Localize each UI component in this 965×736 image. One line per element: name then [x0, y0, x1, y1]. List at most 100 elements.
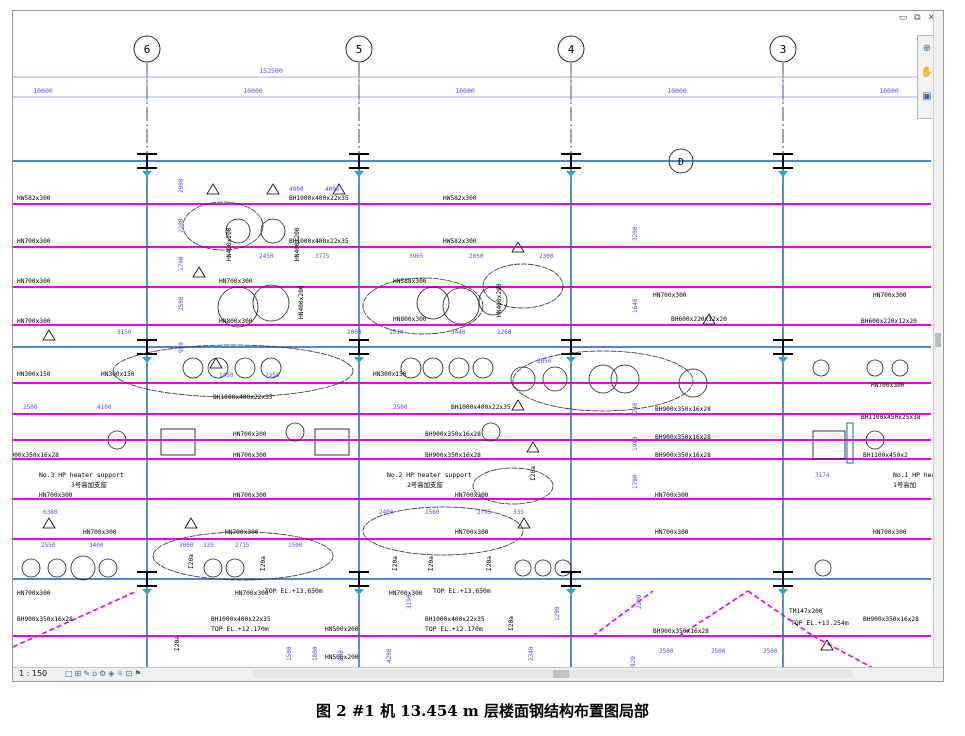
revision-triangle: [517, 517, 531, 529]
pipe-opening-circle: [448, 357, 470, 379]
beam-label: BH900x350x16x28: [425, 431, 481, 438]
beam-label: BH600x220x12x20: [861, 318, 917, 325]
beam-label: HN700x300: [235, 590, 269, 597]
pipe-opening-circle: [182, 357, 204, 379]
dimension-value: 2200: [178, 218, 185, 233]
column-web: [782, 153, 784, 169]
dim-span-text: 10000: [667, 87, 687, 95]
column-web: [146, 153, 148, 169]
view-cube-icon[interactable]: ▣: [922, 91, 932, 102]
dimension-value: 1500: [288, 542, 303, 549]
beam-label: HN500x200: [325, 626, 359, 633]
dimension-value: 3965: [409, 253, 424, 260]
beam-label: BH900x350x16x28: [13, 452, 59, 459]
revision-cloud: [512, 350, 694, 412]
beam-label: BH1000x400x22x35: [425, 616, 485, 623]
beam-lines: [13, 203, 931, 668]
beam-label: HN700x300: [455, 492, 489, 499]
dimension-value: 3174: [815, 472, 830, 479]
beam-label: HN400x200: [496, 283, 503, 317]
dimension-value: 3150: [117, 329, 132, 336]
beam-label: BH1000x400x22x35: [211, 616, 271, 623]
dimension-value: 2500: [393, 404, 408, 411]
column-marker: [778, 171, 788, 177]
heater-support-box: [314, 428, 350, 456]
brace-line: [812, 635, 874, 668]
beam-label: HW582x300: [17, 195, 51, 202]
beam-label: HN700x300: [655, 529, 689, 536]
dim-span-text: 10000: [879, 87, 899, 95]
column-marker: [566, 357, 576, 363]
dimension-value: 2300: [539, 253, 554, 260]
horizontal-scroll-thumb[interactable]: [553, 670, 569, 678]
dim-span-text: 10000: [33, 87, 53, 95]
column-marker: [778, 589, 788, 595]
dimension-value: 2340: [528, 646, 535, 661]
revision-triangle: [184, 517, 198, 529]
beam-label: I20a: [486, 556, 493, 571]
window-controls[interactable]: ▭ ⧉ ✕: [898, 13, 937, 23]
vertical-scrollbar[interactable]: [933, 11, 943, 671]
column-marker: [142, 357, 152, 363]
column-marker: [142, 589, 152, 595]
column-lines: [13, 153, 931, 668]
dimension-value: 2000: [347, 329, 362, 336]
pipe-opening-circle: [478, 286, 508, 316]
revision-triangle: [192, 266, 206, 278]
grid-axis-label: 3: [780, 43, 787, 56]
dimension-value: 3400: [89, 542, 104, 549]
dimension-value: 920: [630, 656, 637, 667]
column-web: [146, 339, 148, 355]
revision-triangle: [526, 441, 540, 453]
pan-hand-icon[interactable]: ✋: [920, 67, 934, 78]
pipe-opening-circle: [554, 559, 572, 577]
column-web: [570, 571, 572, 587]
beam-label: HN700x300: [655, 492, 689, 499]
grid-axis-label: 5: [356, 43, 363, 56]
horizontal-scrollbar[interactable]: [253, 670, 853, 678]
dimension-value: 335: [203, 542, 214, 549]
column-marker: [142, 171, 152, 177]
column-marker: [354, 171, 364, 177]
grid-row-label: D: [678, 157, 684, 168]
zoom-wheel-icon[interactable]: ⊕: [922, 43, 932, 54]
dimension-value: 2500: [23, 404, 38, 411]
dimension-value: 3440: [451, 329, 466, 336]
status-bar: 1 : 150 □⊞✎⌂⚙◈☼⊡⚑: [13, 667, 943, 681]
beam-label: I20a: [428, 556, 435, 571]
beam-label: HN700x300: [653, 292, 687, 299]
revision-triangle: [266, 183, 280, 195]
revision-triangle: [42, 329, 56, 341]
annotation-note: TOP EL.+13.650m: [433, 587, 491, 595]
dimension-value: 2450: [259, 253, 274, 260]
beam-label: I20a: [508, 616, 515, 631]
dimension-value: 1200: [554, 606, 561, 621]
annotation-note: No.1 HP hea: [893, 471, 935, 479]
brace-line: [13, 590, 138, 648]
beam-label: HW582x300: [443, 195, 477, 202]
beam-label: BH1000x400x22x35: [213, 394, 273, 401]
brace-line: [592, 590, 654, 637]
dimension-value: 4200: [386, 648, 393, 663]
column-web: [358, 153, 360, 169]
dim-total-text: 152500: [259, 67, 283, 75]
beam-label: HN588x300: [393, 278, 427, 285]
revision-triangle: [511, 241, 525, 253]
column-marker: [778, 357, 788, 363]
annotation-note: 2号高加支座: [407, 480, 443, 489]
status-toolbar-icons[interactable]: □⊞✎⌂⚙◈☼⊡⚑: [65, 669, 144, 678]
annotation-note: No.3 HP heater support: [39, 471, 124, 479]
beam-label: HN800x300: [393, 316, 427, 323]
dimension-value: 1260: [497, 329, 512, 336]
grid-axis-label: 6: [144, 43, 151, 56]
pipe-opening-circle: [252, 284, 290, 322]
scale-readout[interactable]: 1 : 150: [19, 669, 48, 678]
vertical-scroll-thumb[interactable]: [935, 333, 941, 347]
pipe-opening-circle: [70, 555, 96, 581]
pipe-opening-circle: [542, 366, 568, 392]
beam-label: HN700x300: [219, 278, 253, 285]
beam-label: HN700x300: [871, 382, 905, 389]
dimension-value: 1240: [632, 402, 639, 417]
